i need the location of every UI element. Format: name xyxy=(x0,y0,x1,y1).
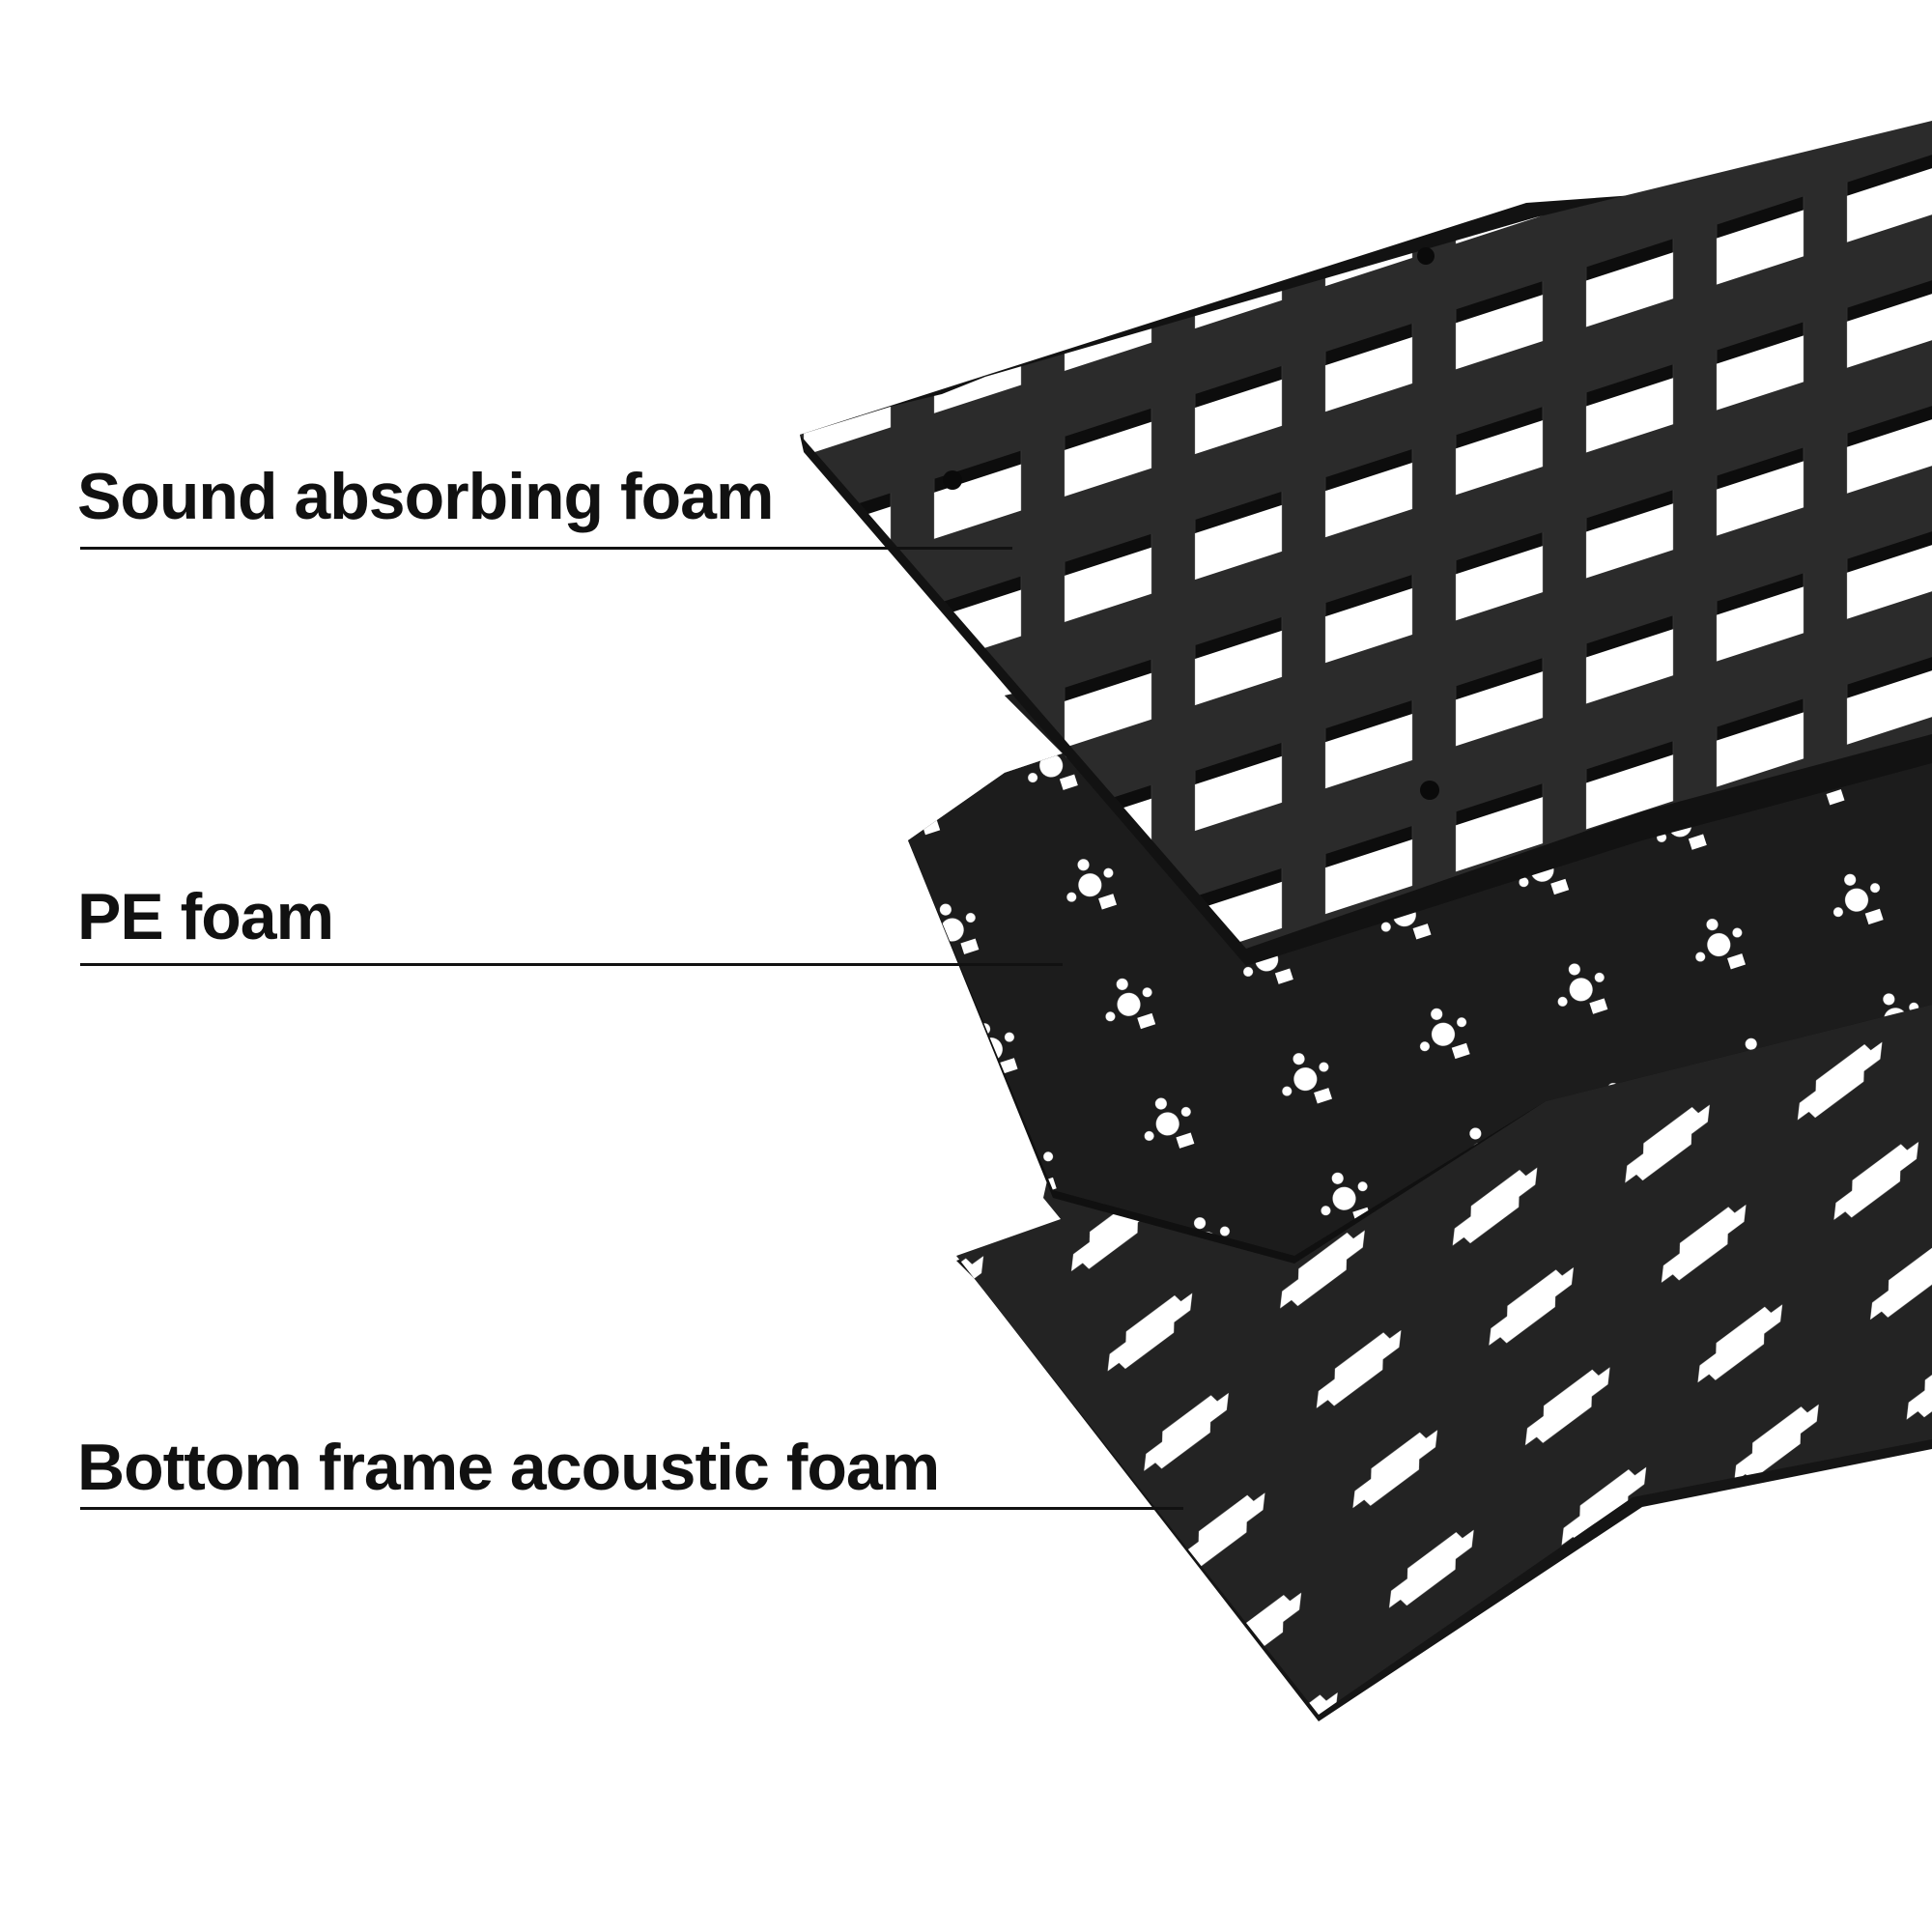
label-bottom-frame-acoustic-foam: Bottom frame acoustic foam xyxy=(77,1431,940,1504)
label-pe-foam: PE foam xyxy=(77,880,334,953)
leader-line-pe-foam xyxy=(80,963,1063,966)
bottom-frame-acoustic-foam-layer xyxy=(956,865,1932,1721)
leader-line-sound-absorbing-foam xyxy=(80,547,1012,550)
sound-absorbing-foam-layer xyxy=(800,121,1932,966)
leader-line-bottom-frame-acoustic-foam xyxy=(80,1507,1183,1510)
label-sound-absorbing-foam: Sound absorbing foam xyxy=(77,460,774,533)
